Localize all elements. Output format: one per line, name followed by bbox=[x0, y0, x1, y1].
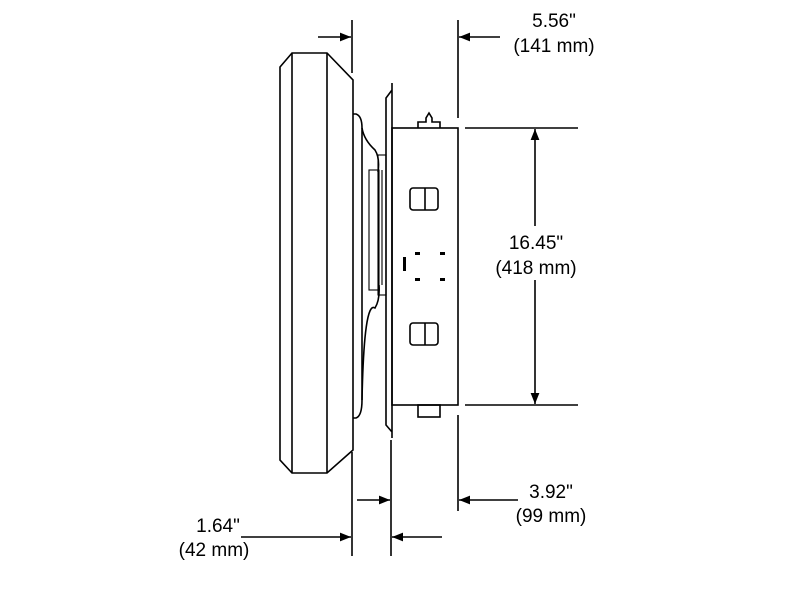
back-box bbox=[391, 111, 459, 418]
bracket-depth-mm: (42 mm) bbox=[179, 540, 250, 561]
dimension-box-depth: 3.92" (99 mm) bbox=[390, 415, 587, 556]
box-depth-mm: (99 mm) bbox=[516, 506, 587, 527]
speaker-body bbox=[279, 52, 354, 474]
knockout-bottom bbox=[409, 322, 439, 346]
height-mm: (418 mm) bbox=[495, 258, 576, 279]
wall-plate bbox=[385, 83, 393, 438]
bracket-depth-inches: 1.64" bbox=[196, 516, 240, 537]
dimension-total-depth: 5.56" (141 mm) bbox=[318, 11, 595, 118]
box-depth-inches: 3.92" bbox=[529, 482, 573, 503]
mounting-holes bbox=[403, 252, 445, 281]
knockout-top bbox=[409, 187, 439, 211]
depth-total-inches: 5.56" bbox=[532, 11, 576, 32]
mounting-bracket bbox=[353, 113, 387, 419]
height-inches: 16.45" bbox=[509, 233, 563, 254]
depth-total-mm: (141 mm) bbox=[513, 36, 594, 57]
dimension-bracket-depth: 1.64" (42 mm) bbox=[179, 452, 390, 561]
dimension-height: 16.45" (418 mm) bbox=[465, 127, 578, 406]
